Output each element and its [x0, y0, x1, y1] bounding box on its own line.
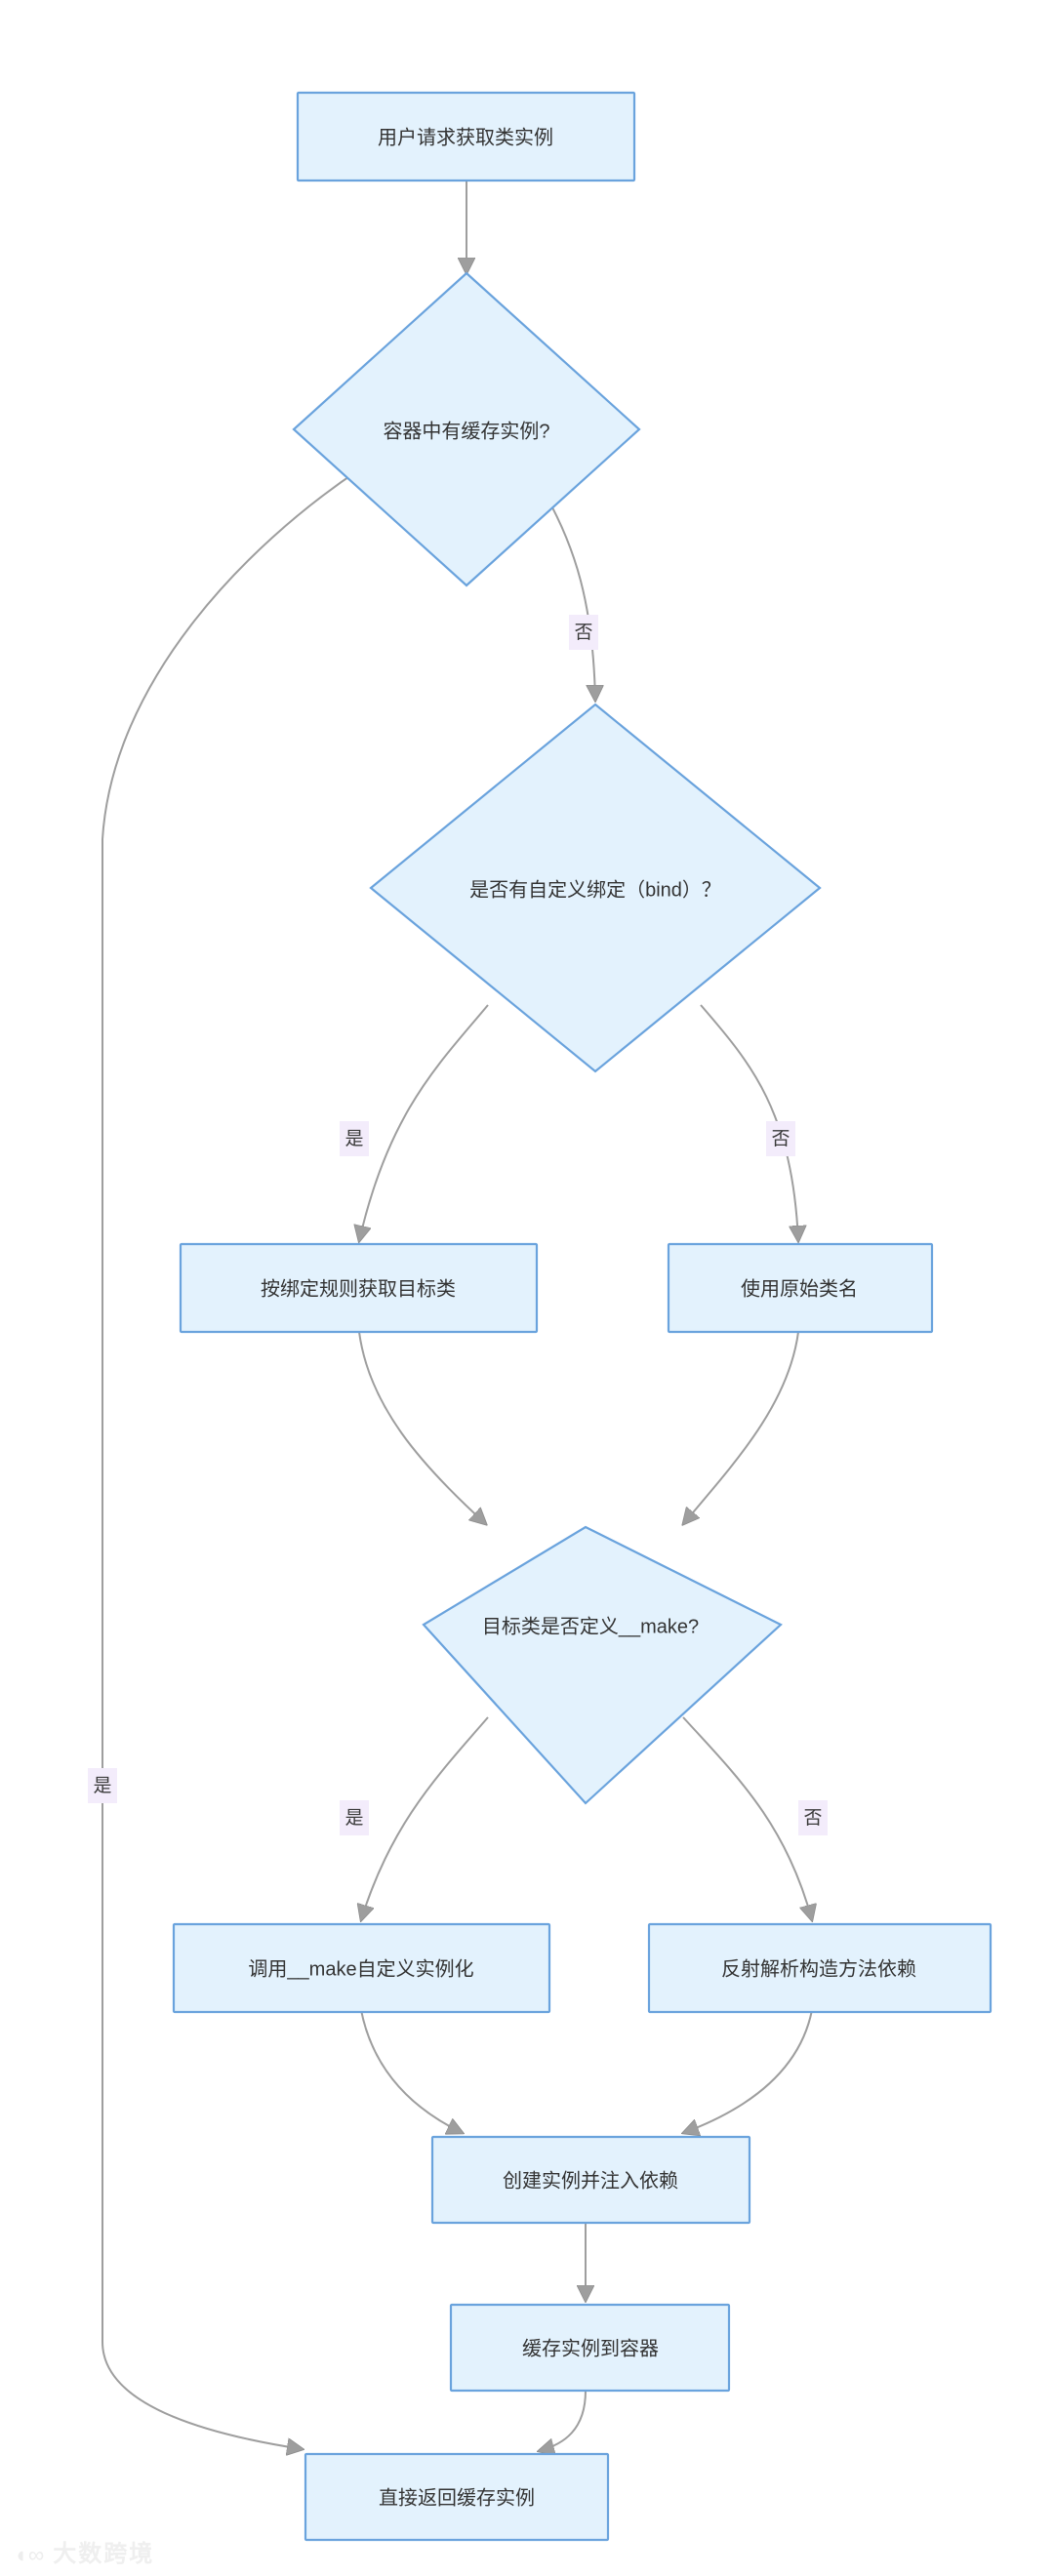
edge-n4-n6: [358, 1331, 486, 1524]
node-cache-instance[interactable]: 缓存实例到容器: [449, 2303, 731, 2393]
node-label-use-original-class: 使用原始类名: [741, 1277, 858, 1300]
node-call-make[interactable]: 调用__make自定义实例化: [172, 1922, 551, 2014]
node-label-resolve-by-binding: 按绑定规则获取目标类: [261, 1277, 456, 1300]
node-reflect-constructor[interactable]: 反射解析构造方法依赖: [647, 1922, 993, 2014]
edge-label-cache-no-text: 否: [574, 623, 592, 643]
edge-label-cache-yes-text: 是: [93, 1776, 111, 1796]
node-label-reflect-constructor: 反射解析构造方法依赖: [721, 1957, 916, 1980]
edge-n6-n7-yes: [361, 1716, 489, 1920]
edge-label-bind-no-text: 否: [771, 1129, 790, 1149]
edge-label-bind-no: 否: [766, 1121, 795, 1156]
edge-n8-n9: [683, 2009, 813, 2133]
edge-n5-n6: [683, 1331, 799, 1524]
edge-label-cache-yes: 是: [88, 1768, 117, 1803]
node-has-cached-instance[interactable]: 容器中有缓存实例?: [292, 271, 641, 587]
node-label-has-custom-bind: 是否有自定义绑定（bind）？: [469, 878, 721, 901]
node-has-make-method[interactable]: 目标类是否定义__make?: [422, 1525, 783, 1805]
edge-n3-n4-yes: [359, 1004, 489, 1241]
node-user-request[interactable]: 用户请求获取类实例: [296, 91, 636, 182]
node-label-user-request: 用户请求获取类实例: [378, 126, 553, 148]
edge-label-make-yes: 是: [340, 1800, 369, 1835]
edge-layer: [101, 181, 813, 2451]
node-label-call-make: 调用__make自定义实例化: [248, 1957, 473, 1980]
node-return-cached[interactable]: 直接返回缓存实例: [304, 2452, 610, 2542]
edge-n10-n11: [539, 2390, 587, 2451]
edge-label-make-yes-text: 是: [345, 1808, 363, 1829]
edge-n3-n5-no: [700, 1004, 798, 1241]
edge-n7-n9: [360, 2009, 463, 2133]
node-label-has-make-method: 目标类是否定义__make?: [482, 1615, 699, 1637]
edge-label-layer: 否 是 是 否 是 否: [88, 615, 828, 1835]
node-resolve-by-binding[interactable]: 按绑定规则获取目标类: [179, 1242, 539, 1334]
node-layer: 用户请求获取类实例 容器中有缓存实例? 是否有自定义绑定（bind）？ 按绑定规…: [172, 91, 993, 2542]
node-label-cache-instance: 缓存实例到容器: [522, 2337, 659, 2359]
edge-n2-n11-yes: [101, 467, 362, 2449]
node-label-has-cached-instance: 容器中有缓存实例?: [383, 420, 549, 442]
node-use-original-class[interactable]: 使用原始类名: [667, 1242, 934, 1334]
node-has-custom-bind[interactable]: 是否有自定义绑定（bind）？: [369, 703, 822, 1073]
edge-label-make-no-text: 否: [803, 1808, 822, 1829]
edge-n6-n8-no: [682, 1716, 812, 1920]
edge-label-cache-no: 否: [569, 615, 598, 650]
node-label-return-cached: 直接返回缓存实例: [379, 2486, 535, 2509]
edge-label-make-no: 否: [798, 1800, 828, 1835]
node-create-and-inject[interactable]: 创建实例并注入依赖: [430, 2135, 751, 2225]
edge-label-bind-yes: 是: [340, 1121, 369, 1156]
node-label-create-and-inject: 创建实例并注入依赖: [503, 2169, 678, 2192]
edge-label-bind-yes-text: 是: [345, 1129, 363, 1149]
edge-n2-n3-no: [541, 487, 595, 701]
